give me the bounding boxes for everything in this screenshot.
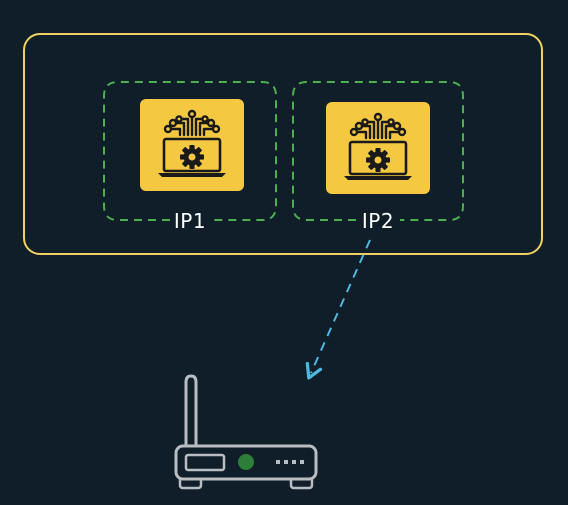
- node-ip2[interactable]: IP2: [292, 81, 464, 233]
- wifi-router-icon[interactable]: [174, 374, 318, 490]
- router-foot-left: [178, 479, 203, 490]
- router-foot-right: [289, 479, 314, 490]
- group-container: [23, 33, 543, 255]
- router-antenna: [184, 374, 198, 446]
- node-ip1[interactable]: IP1: [103, 81, 277, 233]
- node-ip1-border: [103, 81, 277, 221]
- connector-arrow: [305, 239, 371, 380]
- node-ip1-label: IP1: [174, 209, 206, 233]
- node-ip2-label: IP2: [362, 209, 394, 233]
- router-led: [238, 454, 254, 470]
- router-status-dots: [276, 460, 304, 464]
- router-port: [184, 453, 226, 472]
